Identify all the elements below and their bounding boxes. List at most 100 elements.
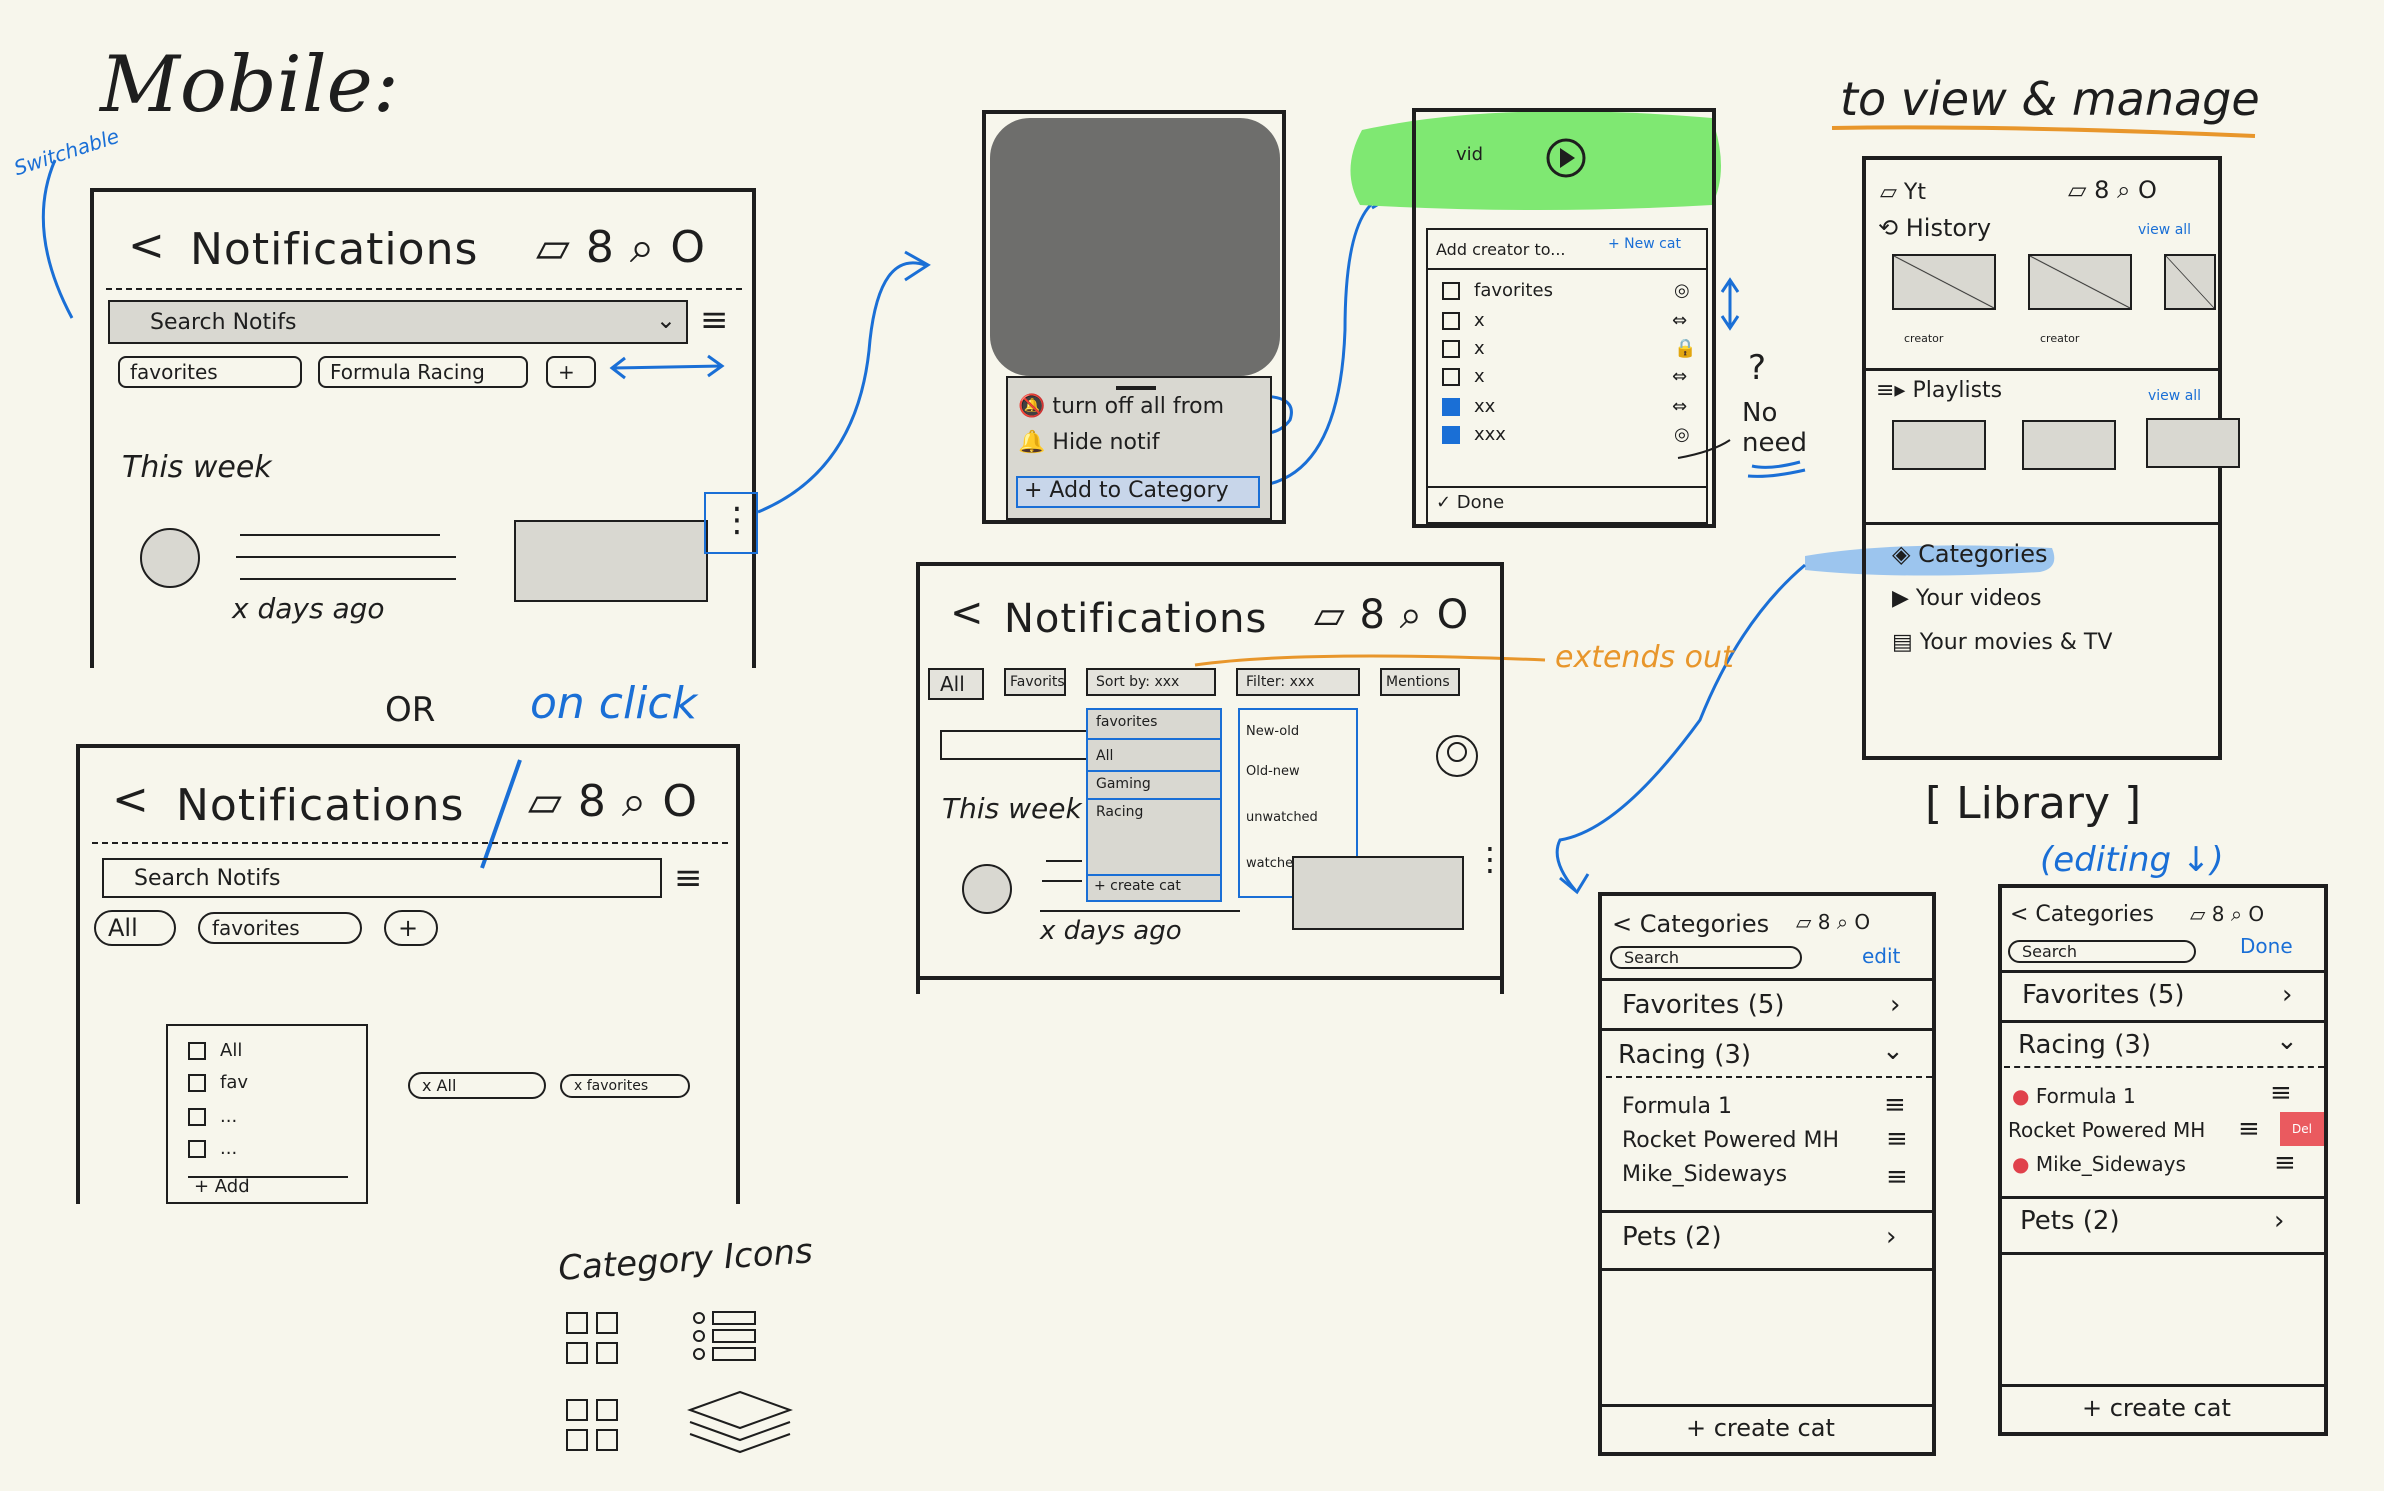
screen3-back-button[interactable]: < (950, 590, 985, 636)
subcategory-item[interactable]: Rocket Powered MH (2008, 1118, 2206, 1142)
drag-handle-icon[interactable]: ≡ (2270, 1078, 2292, 1108)
playlist-thumb[interactable] (1892, 420, 1986, 470)
screen2-top-icons[interactable]: ▱ 8 ⌕ O (528, 776, 699, 827)
screen1-search-input[interactable]: Search Notifs ⌄ (108, 300, 688, 344)
history-view-all[interactable]: view all (2138, 222, 2192, 238)
history-thumb[interactable] (1892, 254, 1996, 310)
remove-icon[interactable]: ● (2012, 1084, 2030, 1108)
subcategory-item[interactable]: Formula 1 (1622, 1094, 1732, 1119)
screen2-chip-favorites[interactable]: favorites (198, 912, 362, 944)
add-to-category-item[interactable]: + Add to Category (1016, 476, 1260, 508)
screen2-chip-add[interactable]: + (384, 910, 438, 946)
screen1-menu-icon[interactable]: ≡ (700, 300, 729, 340)
categories-edit-back-title[interactable]: < Categories (2010, 902, 2155, 927)
playlist-thumb[interactable] (2146, 418, 2240, 468)
screen3-chip-mentions[interactable]: Mentions (1380, 668, 1460, 696)
filter-option[interactable]: New-old (1246, 724, 1300, 739)
done-button[interactable]: ✓ Done (1436, 492, 1505, 513)
sort-option[interactable]: All (1096, 748, 1114, 764)
dropdown-item[interactable]: fav (188, 1072, 248, 1093)
edit-button[interactable]: edit (1862, 944, 1901, 968)
category-racing[interactable]: Racing (3) (2018, 1030, 2152, 1060)
filter-option[interactable]: Old-new (1246, 764, 1300, 779)
sort-option[interactable]: Gaming (1096, 776, 1151, 792)
screen2-chip-all[interactable]: All (94, 910, 176, 946)
chevron-right-icon[interactable]: › (1890, 990, 1901, 1020)
playlist-thumb[interactable] (2022, 420, 2116, 470)
filter-option[interactable]: unwatched (1246, 810, 1318, 825)
screen3-chip-sort[interactable]: Sort by: xxx (1086, 668, 1216, 696)
chevron-right-icon[interactable]: › (2274, 1206, 2285, 1236)
playlists-view-all[interactable]: view all (2148, 388, 2202, 404)
categories-edit-top-icons[interactable]: ▱ 8 ⌕ O (2190, 902, 2265, 926)
your-videos-nav-item[interactable]: ▶ Your videos (1892, 586, 2042, 611)
create-cat-button[interactable]: + create cat (2082, 1394, 2231, 1422)
screen3-search-input[interactable] (940, 730, 1090, 760)
done-edit-button[interactable]: Done (2240, 934, 2293, 958)
screen1-chip-favorites[interactable]: favorites (118, 356, 302, 388)
category-pets[interactable]: Pets (2) (2020, 1206, 2120, 1236)
categories-search[interactable]: Search (1610, 946, 1802, 969)
sort-option[interactable]: favorites (1096, 714, 1158, 730)
category-row[interactable]: x⇔ (1442, 310, 1687, 331)
history-thumb[interactable] (2164, 254, 2216, 310)
screen3-chip-all[interactable]: All (928, 668, 984, 700)
screen3-chip-filter[interactable]: Filter: xxx (1236, 668, 1360, 696)
screen1-more-button[interactable]: ⋮ (704, 492, 758, 554)
screen1-back-button[interactable]: < (128, 220, 166, 271)
new-cat-button[interactable]: + New cat (1608, 236, 1681, 252)
drag-handle-icon[interactable]: ≡ (1886, 1124, 1908, 1154)
sort-create-cat[interactable]: + create cat (1094, 878, 1181, 894)
drag-handle-icon[interactable]: ≡ (2274, 1148, 2296, 1178)
subcategory-item[interactable]: Rocket Powered MH (1622, 1128, 1840, 1153)
turn-off-all-item[interactable]: 🔕 turn off all from (1018, 394, 1225, 419)
remove-all-chip[interactable]: x All (408, 1072, 546, 1099)
screen1-thumbnail[interactable] (514, 520, 708, 602)
create-cat-button[interactable]: + create cat (1686, 1414, 1835, 1442)
sort-option[interactable]: Racing (1096, 804, 1144, 820)
categories-top-icons[interactable]: ▱ 8 ⌕ O (1796, 910, 1871, 934)
screen2-search-input[interactable]: Search Notifs (102, 858, 662, 898)
remove-icon[interactable]: ● (2012, 1152, 2030, 1176)
subcategory-item[interactable]: ● Formula 1 (2012, 1084, 2136, 1108)
mic-icon[interactable]: ⌄ (655, 306, 676, 334)
screen3-top-icons[interactable]: ▱ 8 ⌕ O (1314, 592, 1470, 638)
category-row[interactable]: x⇔ (1442, 366, 1687, 387)
categories-edit-search[interactable]: Search (2008, 940, 2196, 963)
category-pets[interactable]: Pets (2) (1622, 1222, 1722, 1252)
drag-handle-icon[interactable]: ≡ (1886, 1162, 1908, 1192)
screen2-back-button[interactable]: < (112, 774, 150, 825)
screen1-chip-formula-racing[interactable]: Formula Racing (318, 356, 528, 388)
playlists-label[interactable]: ≡▸ Playlists (1876, 378, 2003, 403)
screen3-thumbnail[interactable] (1292, 856, 1464, 930)
chevron-right-icon[interactable]: › (1886, 1222, 1897, 1252)
category-favorites[interactable]: Favorites (5) (2022, 980, 2185, 1010)
filter-option[interactable]: watched (1246, 856, 1302, 871)
category-row[interactable]: xxx◎ (1442, 424, 1690, 445)
categories-back-title[interactable]: < Categories (1612, 910, 1770, 938)
drag-handle-icon[interactable]: ≡ (1884, 1090, 1906, 1120)
screen1-chip-add[interactable]: + (546, 356, 596, 388)
screen2-menu-icon[interactable]: ≡ (674, 858, 703, 898)
library-top-icons[interactable]: ▱ 8 ⌕ O (2068, 176, 2157, 204)
category-row[interactable]: xx⇔ (1442, 396, 1687, 417)
chevron-down-icon[interactable]: ⌄ (1882, 1036, 1904, 1066)
hide-notif-item[interactable]: 🔔 Hide notif (1018, 430, 1160, 455)
your-movies-nav-item[interactable]: ▤ Your movies & TV (1892, 630, 2113, 655)
subcategory-item[interactable]: Mike_Sideways (1622, 1162, 1788, 1187)
dropdown-item[interactable]: ... (188, 1138, 237, 1159)
category-row[interactable]: favorites◎ (1442, 280, 1690, 301)
screen1-top-icons[interactable]: ▱ 8 ⌕ O (536, 222, 707, 273)
category-favorites[interactable]: Favorites (5) (1622, 990, 1785, 1020)
screen3-chip-favorites[interactable]: Favorits (1004, 668, 1066, 696)
dropdown-item[interactable]: All (188, 1040, 242, 1061)
history-label[interactable]: ⟲ History (1878, 214, 1992, 242)
dropdown-item[interactable]: ... (188, 1106, 237, 1127)
history-thumb[interactable] (2028, 254, 2132, 310)
subcategory-item[interactable]: ● Mike_Sideways (2012, 1152, 2186, 1176)
drag-handle-icon[interactable]: ≡ (2238, 1114, 2260, 1144)
chevron-right-icon[interactable]: › (2282, 980, 2293, 1010)
delete-button[interactable]: Del (2280, 1112, 2324, 1146)
remove-favorites-chip[interactable]: x favorites (560, 1074, 690, 1098)
chevron-down-icon[interactable]: ⌄ (2276, 1026, 2298, 1056)
